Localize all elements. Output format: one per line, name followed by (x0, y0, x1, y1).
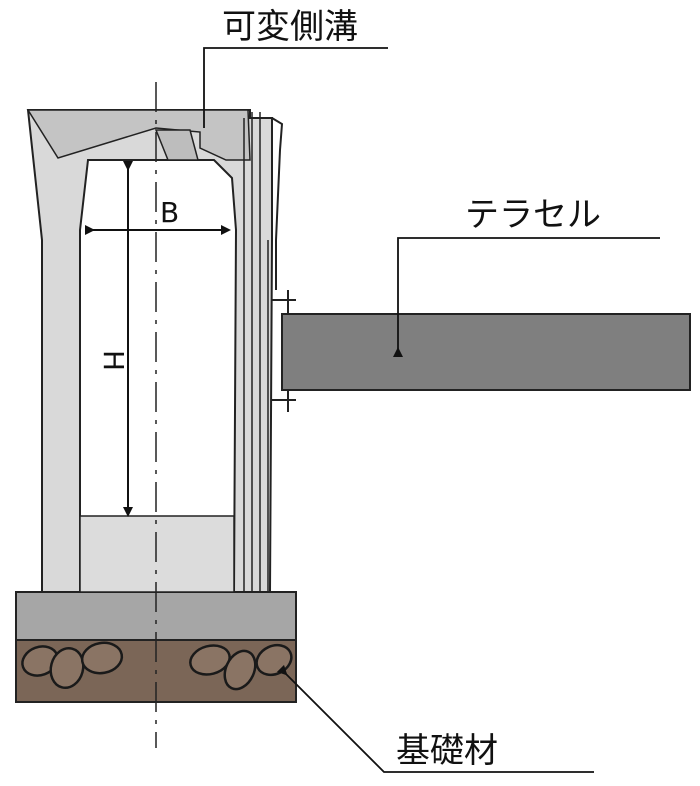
gutter-label: 可変側溝 (222, 7, 358, 47)
terracell-label: テラセル (465, 195, 601, 235)
gutter-top-lip (26, 109, 251, 161)
gravel-stone (80, 641, 124, 675)
channel-sediment (79, 515, 235, 593)
lid-notch (154, 129, 199, 161)
gutter-leader-line (203, 47, 388, 128)
terracell-panel (281, 313, 691, 391)
terracell-leader-line (393, 237, 660, 357)
width-dimension-label: B (160, 196, 179, 229)
gravel-stone (189, 644, 231, 676)
gravel-stones (21, 641, 293, 691)
foundation-leader-line (276, 664, 594, 773)
outer-edge-profile (271, 117, 284, 290)
gravel-stone (49, 646, 85, 690)
gravel-stone (223, 649, 257, 691)
foundation-label: 基礎材 (396, 731, 498, 771)
height-dimension-label: H (97, 350, 130, 371)
gutter-channel (79, 159, 238, 593)
